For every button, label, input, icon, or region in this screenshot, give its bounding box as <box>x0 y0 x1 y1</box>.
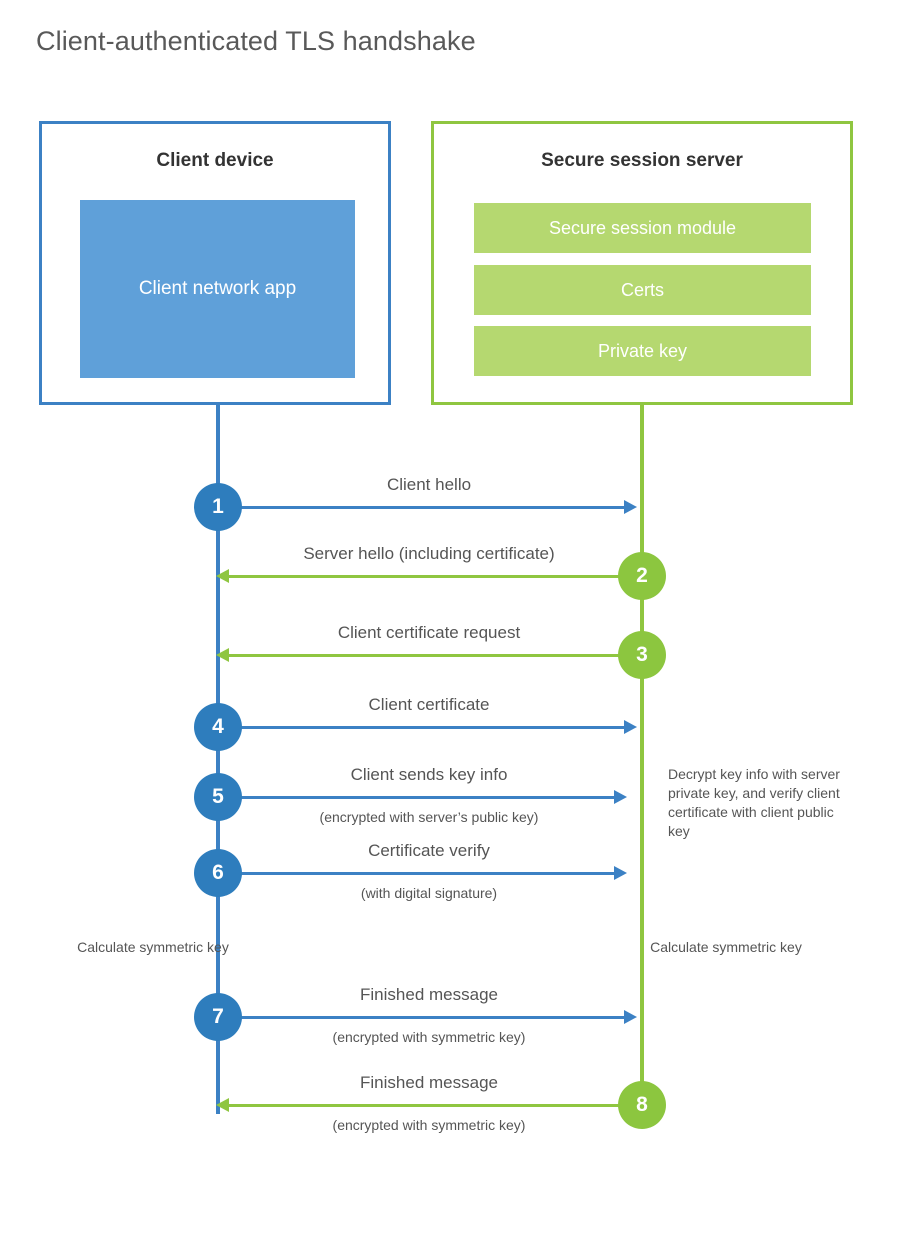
message-2-label: Server hello (including certificate) <box>303 544 555 563</box>
message-4-line <box>218 726 624 729</box>
message-5-line <box>218 796 614 799</box>
step-badge-8[interactable]: 8 <box>618 1081 666 1129</box>
step-badge-6[interactable]: 6 <box>194 849 242 897</box>
message-8-arrowhead <box>216 1098 229 1112</box>
message-3-arrowhead <box>216 648 229 662</box>
message-1-line <box>218 506 624 509</box>
message-6-line <box>218 872 614 875</box>
message-5-arrowhead <box>614 790 627 804</box>
step-badge-3[interactable]: 3 <box>618 631 666 679</box>
server-lifeline <box>640 402 644 1105</box>
note-client-calculate-symmetric-key: Calculate symmetric key <box>77 939 229 955</box>
message-3-label: Client certificate request <box>337 623 521 642</box>
message-2-arrowhead <box>216 569 229 583</box>
message-6-label: Certificate verify <box>368 841 490 860</box>
step-badge-4[interactable]: 4 <box>194 703 242 751</box>
step-badge-1[interactable]: 1 <box>194 483 242 531</box>
server-module-secure-session-module: Secure session module <box>474 203 811 253</box>
client-network-app-block: Client network app <box>80 200 355 378</box>
step-badge-2[interactable]: 2 <box>618 552 666 600</box>
page-title: Client-authenticated TLS handshake <box>36 26 476 56</box>
server-module-private-key: Private key <box>474 326 811 376</box>
message-7-label: Finished message <box>360 985 498 1004</box>
message-7-arrowhead <box>624 1010 637 1024</box>
participant-secure-session-server: Secure session server Secure session mod… <box>431 121 853 405</box>
message-8-line <box>222 1104 620 1107</box>
message-4-label: Client certificate <box>368 695 490 714</box>
message-3-line <box>222 654 620 657</box>
message-5-label: Client sends key info <box>350 765 508 784</box>
client-device-title: Client device <box>156 150 274 171</box>
server-module-certs: Certs <box>474 265 811 315</box>
message-8-sublabel: (encrypted with symmetric key) <box>332 1117 526 1133</box>
participant-client-device: Client device Client network app <box>39 121 391 405</box>
secure-session-server-title: Secure session server <box>541 150 743 171</box>
message-7-sublabel: (encrypted with symmetric key) <box>332 1029 526 1045</box>
message-1-label: Client hello <box>386 475 472 494</box>
message-2-line <box>222 575 620 578</box>
message-8-label: Finished message <box>360 1073 498 1092</box>
message-5-sublabel: (encrypted with server’s public key) <box>319 809 539 825</box>
step-badge-7[interactable]: 7 <box>194 993 242 1041</box>
client-lifeline <box>216 402 220 1114</box>
message-4-arrowhead <box>624 720 637 734</box>
note-server-calculate-symmetric-key: Calculate symmetric key <box>650 939 802 955</box>
note-server-decrypt-key-info: Decrypt key info with server private key… <box>668 766 840 839</box>
message-6-sublabel: (with digital signature) <box>360 885 498 901</box>
step-badge-5[interactable]: 5 <box>194 773 242 821</box>
message-7-line <box>218 1016 624 1019</box>
message-1-arrowhead <box>624 500 637 514</box>
message-6-arrowhead <box>614 866 627 880</box>
